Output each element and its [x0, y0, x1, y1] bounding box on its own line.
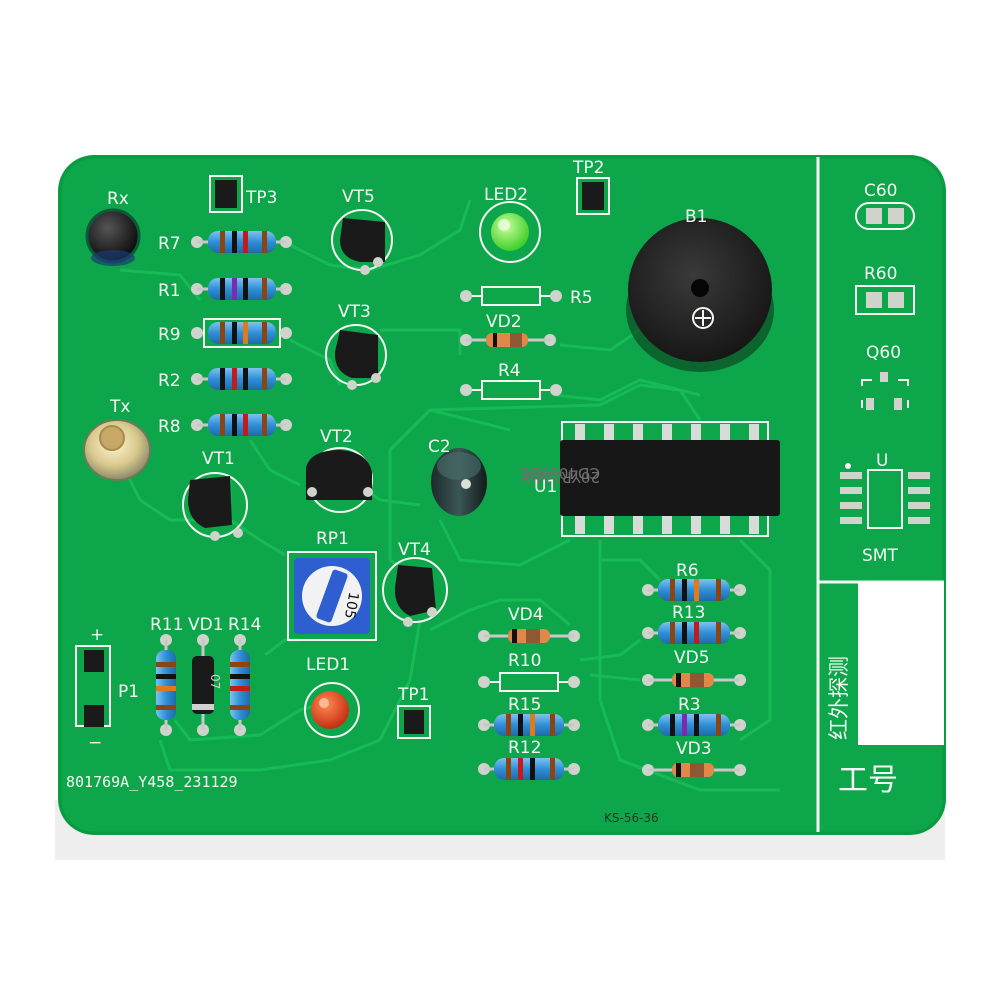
- ic-u1: 20YR18DK CD4093BE: [520, 421, 780, 537]
- vt4-label: VT4: [398, 540, 431, 560]
- u-label: U: [876, 451, 888, 471]
- board-title-vertical: 红外探测: [827, 656, 851, 740]
- resistor-r10: [478, 672, 580, 692]
- c60-label: C60: [864, 181, 898, 201]
- diode-vd1: 07: [192, 634, 222, 736]
- footprint-q60: [861, 372, 909, 410]
- led1: [304, 682, 360, 738]
- r2-label: R2: [158, 371, 181, 391]
- pot-marking: 105: [341, 591, 361, 620]
- diode-marking: 07: [208, 674, 222, 689]
- b1-label: B1: [685, 207, 707, 227]
- r6-label: R6: [676, 561, 699, 581]
- transistor-vt4: [382, 557, 448, 627]
- diode-vd2: [460, 333, 556, 347]
- work-id-blank: [858, 582, 944, 745]
- r15-label: R15: [508, 695, 541, 715]
- tx-label: Tx: [109, 397, 130, 417]
- r5-label: R5: [570, 288, 593, 308]
- resistor-r8: [191, 414, 292, 436]
- diode-vd5: [642, 673, 746, 687]
- transistor-vt1: [182, 472, 248, 541]
- diode-vd3: [642, 763, 746, 777]
- potentiometer-rp1: 105: [287, 551, 377, 641]
- resistor-r2: [191, 368, 292, 390]
- resistor-r11: [156, 634, 176, 736]
- vd5-label: VD5: [674, 648, 710, 668]
- vd1-label: VD1: [188, 615, 224, 635]
- u1-label: U1: [534, 477, 557, 497]
- resistor-r15: [478, 714, 580, 736]
- plus-label: +: [90, 625, 104, 645]
- serial-number: 801769A_Y458_231129: [66, 773, 238, 791]
- rx-receiver: [85, 208, 141, 266]
- work-id-label: 工号: [838, 763, 898, 798]
- r13-label: R13: [672, 603, 705, 623]
- rp1-label: RP1: [316, 529, 349, 549]
- vd3-label: VD3: [676, 739, 712, 759]
- c2-label: C2: [428, 437, 451, 457]
- footprint-u-soic: [840, 463, 930, 529]
- ic-u1-pins-top: [575, 424, 759, 442]
- r8-label: R8: [158, 417, 181, 437]
- resistor-r5: [460, 286, 562, 306]
- resistor-r14: [230, 634, 250, 736]
- vt2-label: VT2: [320, 427, 353, 447]
- r4-label: R4: [498, 361, 521, 381]
- model-number: KS-56-36: [604, 811, 659, 825]
- resistor-r6: [642, 579, 746, 601]
- transistor-vt5: [331, 209, 393, 275]
- r9-label: R9: [158, 325, 181, 345]
- led2-label: LED2: [484, 185, 528, 205]
- led2: [479, 201, 541, 263]
- chip-code: 20YR18DK: [520, 468, 600, 486]
- r1-label: R1: [158, 281, 181, 301]
- resistor-r9: [191, 318, 292, 348]
- r14-label: R14: [228, 615, 261, 635]
- tp1-header: [397, 705, 431, 739]
- r3-label: R3: [678, 695, 701, 715]
- resistor-r3: [642, 714, 746, 736]
- minus-label: −: [88, 733, 102, 753]
- smt-label: SMT: [862, 546, 898, 566]
- q60-label: Q60: [866, 343, 901, 363]
- r12-label: R12: [508, 738, 541, 758]
- r7-label: R7: [158, 234, 181, 254]
- vd2-label: VD2: [486, 312, 522, 332]
- resistor-r1: [191, 278, 292, 300]
- tp2-label: TP2: [572, 158, 604, 178]
- resistor-r4: [460, 380, 562, 400]
- right-panel: [816, 157, 944, 832]
- buzzer-b1: [626, 218, 774, 372]
- vt5-label: VT5: [342, 187, 375, 207]
- resistor-r7: [191, 231, 292, 253]
- tp3-label: TP3: [245, 188, 277, 208]
- diode-vd4: [478, 629, 580, 643]
- capacitor-c2: [431, 448, 487, 516]
- resistor-r13: [642, 622, 746, 644]
- vt3-label: VT3: [338, 302, 371, 322]
- vt1-label: VT1: [202, 449, 235, 469]
- r10-label: R10: [508, 651, 541, 671]
- tx-emitter: [83, 419, 151, 481]
- led1-label: LED1: [306, 655, 350, 675]
- tp3-header: [209, 175, 243, 213]
- r11-label: R11: [150, 615, 183, 635]
- connector-p1: [75, 645, 111, 727]
- vd4-label: VD4: [508, 605, 544, 625]
- r60-label: R60: [864, 264, 897, 284]
- transistor-vt2: [306, 447, 373, 513]
- tp2-header: [576, 177, 610, 215]
- resistor-r12: [478, 758, 580, 780]
- footprint-r60: [855, 285, 915, 315]
- chip-marking: CD4093BE: [520, 464, 600, 482]
- ic-u1-pins-bottom: [575, 514, 759, 534]
- rx-label: Rx: [107, 189, 129, 209]
- transistor-vt3: [325, 324, 387, 390]
- footprint-c60: [855, 202, 915, 230]
- tp1-label: TP1: [397, 685, 429, 705]
- p1-label: P1: [118, 682, 139, 702]
